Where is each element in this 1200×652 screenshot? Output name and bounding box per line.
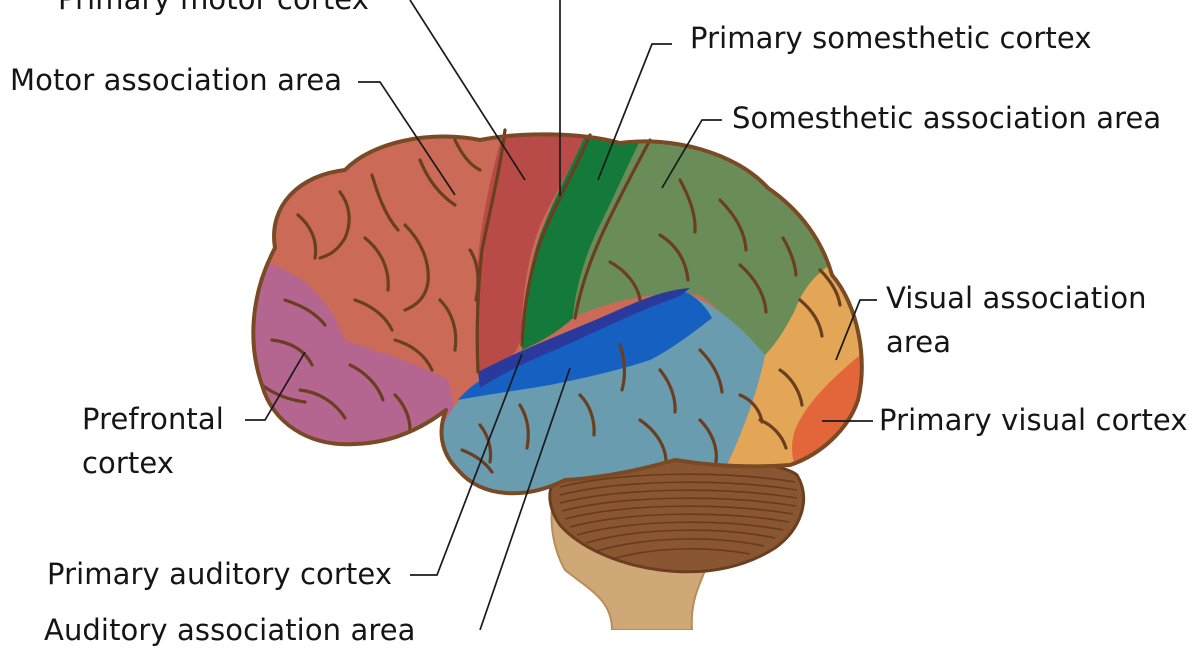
cerebellum xyxy=(548,456,806,574)
label-somesthetic-association-area: Somesthetic association area xyxy=(732,101,1162,135)
label-visual-association-area-line1: Visual association xyxy=(886,281,1147,315)
lateral-sulcus-band xyxy=(478,288,690,388)
label-prefrontal-cortex-line1: Prefrontal xyxy=(82,402,224,436)
leader-primary-auditory-cortex xyxy=(410,353,523,576)
label-primary-auditory-cortex: Primary auditory cortex xyxy=(47,557,393,591)
primary-auditory-cortex-region xyxy=(458,290,712,400)
label-primary-visual-cortex: Primary visual cortex xyxy=(879,403,1188,437)
prefrontal-cortex-region xyxy=(253,260,454,460)
brain-sulci xyxy=(260,128,842,474)
leader-motor-association-area xyxy=(358,81,456,196)
label-primary-somesthetic-cortex: Primary somesthetic cortex xyxy=(690,21,1092,55)
leader-prefrontal-cortex xyxy=(245,351,306,421)
primary-somesthetic-cortex-region xyxy=(522,134,648,350)
label-prefrontal-cortex-line2: cortex xyxy=(82,446,175,480)
leader-primary-somesthetic-cortex xyxy=(597,43,672,181)
brain-diagram xyxy=(245,0,877,630)
leader-primary-motor-cortex xyxy=(409,0,526,181)
leader-auditory-association-area xyxy=(479,367,571,630)
label-primary-motor-cortex: Primary motor cortex xyxy=(58,0,369,21)
cerebrum-outline xyxy=(251,132,864,496)
label-auditory-association-area: Auditory association area xyxy=(44,613,416,647)
label-visual-association-area-line2: area xyxy=(886,325,952,359)
label-motor-association-area: Motor association area xyxy=(10,63,343,97)
primary-motor-cortex-region xyxy=(475,134,590,372)
leader-visual-association-area xyxy=(835,299,877,361)
leader-somesthetic-association-area xyxy=(661,119,722,189)
leader-lines xyxy=(245,0,877,630)
